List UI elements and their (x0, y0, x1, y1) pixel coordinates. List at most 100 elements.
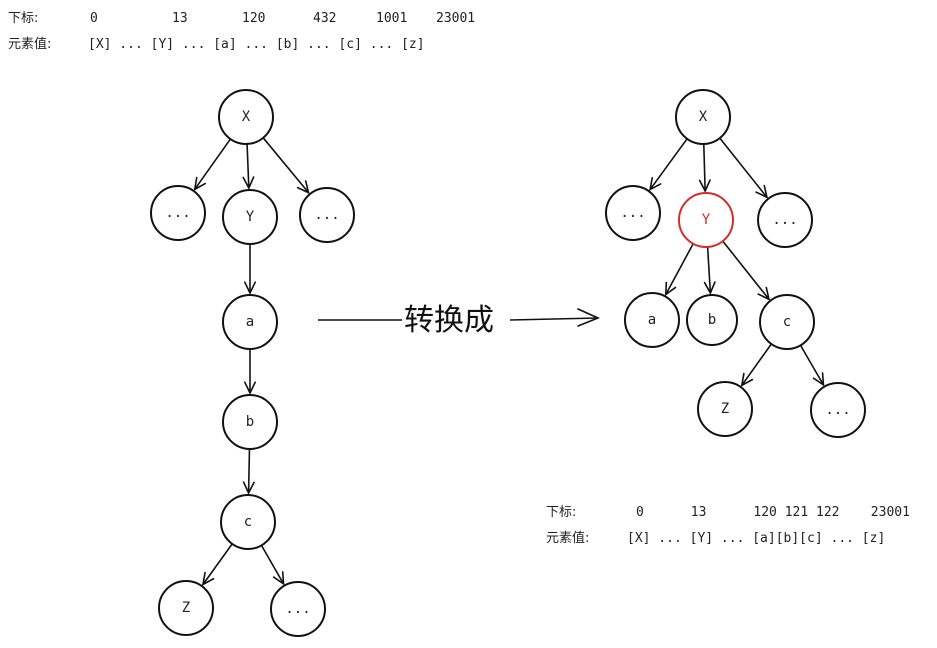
left-tree-node-L1: ... (150, 185, 206, 241)
left-tree-node-circle-Z (158, 580, 214, 636)
bottom-index-table: 下标: 0 13 120 121 122 23001 元素值: [X] ... … (546, 505, 910, 546)
left-tree-arrowhead-X-R1 (296, 180, 310, 195)
right-tree-node-b: b (686, 294, 738, 346)
left-tree-arrowhead-c-Z (201, 571, 215, 586)
bottom-values: [X] ... [Y] ... [a][b][c] ... [z] (627, 531, 885, 546)
right-tree-node-label-Y: Y (702, 212, 711, 228)
right-tree-arrowhead-X-L1 (649, 176, 662, 192)
top-index-0: 0 (90, 11, 98, 26)
left-tree-node-circle-L1 (150, 185, 206, 241)
left-tree-node-label-X: X (242, 109, 251, 125)
top-index-table: 下标: 0 13 120 432 1001 23001 元素值: [X] ...… (8, 11, 475, 52)
right-tree-edge-X-R1 (719, 137, 768, 198)
left-tree-node-Z: Z (158, 580, 214, 636)
left-tree-node-circle-R2 (270, 581, 326, 637)
left-tree-node-label-Y: Y (246, 209, 255, 225)
right-tree-node-circle-a (624, 292, 680, 348)
right-tree-node-label-L1: ... (620, 205, 645, 221)
left-tree-node-c: c (220, 494, 276, 550)
right-tree-node-label-Z: Z (721, 401, 729, 417)
left-tree-node-label-a: a (246, 314, 254, 330)
right-tree-node-circle-R1 (757, 192, 813, 248)
top-index-5: 23001 (436, 11, 475, 26)
left-tree-node-circle-X (218, 89, 274, 145)
transform-arrow-line-right (509, 317, 599, 321)
left-tree-node-circle-a (222, 294, 278, 350)
top-value-label: 元素值: (8, 36, 51, 52)
right-tree-node-label-a: a (648, 312, 656, 328)
right-tree-edge-Y-a (665, 243, 694, 295)
right-tree-node-X: X (675, 89, 731, 145)
left-tree-node-label-L1: ... (165, 205, 190, 221)
right-tree-node-circle-R2 (810, 382, 866, 438)
right-tree-edge-Y-c (722, 240, 770, 300)
right-tree-node-circle-Y (678, 192, 734, 248)
right-tree: X... Y... a b cZ... (605, 89, 866, 438)
right-tree-arrowhead-Y-a (664, 281, 677, 297)
left-tree-node-Y: Y (222, 189, 278, 245)
left-tree-node-label-b: b (246, 414, 254, 430)
top-index-1: 13 (172, 11, 188, 26)
right-tree-node-circle-c (759, 294, 815, 350)
right-tree-node-Z: Z (697, 381, 753, 437)
bottom-indices: 0 13 120 121 122 23001 (636, 505, 910, 520)
left-tree-edge-c-R2 (260, 545, 285, 585)
left-tree-arrowhead-a-b (243, 381, 257, 395)
left-tree-edge-c-Z (202, 543, 233, 585)
left-tree-node-circle-c (220, 494, 276, 550)
left-tree-node-a: a (222, 294, 278, 350)
right-tree-edge-c-Z (741, 343, 772, 386)
left-tree-node-X: X (218, 89, 274, 145)
right-tree-node-c: c (759, 294, 815, 350)
right-tree-node-a: a (624, 292, 680, 348)
right-tree-node-label-R2: ... (825, 402, 850, 418)
right-tree-node-label-X: X (699, 109, 708, 125)
bottom-index-label: 下标: (546, 505, 576, 520)
left-tree-edge-X-Y (246, 143, 250, 189)
right-tree-node-circle-Z (697, 381, 753, 437)
left-tree: X... Y... a b cZ... (150, 89, 355, 637)
right-tree-edge-X-Y (702, 143, 706, 192)
transform-arrow: 转换成 (318, 303, 601, 338)
top-values: [X] ... [Y] ... [a] ... [b] ... [c] ... … (88, 37, 425, 52)
left-tree-node-R2: ... (270, 581, 326, 637)
right-tree-arrowhead-Y-c (757, 286, 771, 301)
right-tree-arrowhead-X-R1 (755, 184, 769, 199)
right-tree-node-R2: ... (810, 382, 866, 438)
left-tree-arrowhead-b-c (242, 481, 255, 495)
top-index-label: 下标: (8, 11, 38, 26)
right-tree-node-label-c: c (783, 314, 791, 330)
left-tree-arrowhead-Y-a (243, 281, 257, 295)
transform-label: 转换成 (404, 303, 494, 338)
right-tree-arrowhead-Y-b (703, 281, 716, 295)
left-tree-arrowhead-c-R2 (272, 571, 285, 586)
left-tree-node-circle-R1 (299, 187, 355, 243)
right-tree-node-label-R1: ... (772, 212, 797, 228)
left-tree-arrowhead-X-Y (242, 176, 255, 190)
top-index-4: 1001 (376, 11, 407, 26)
right-tree-arrowhead-c-R2 (812, 372, 825, 387)
left-tree-node-circle-b (222, 394, 278, 450)
left-tree-edge-X-R1 (262, 137, 310, 194)
left-tree-arrowhead-X-L1 (193, 176, 207, 191)
left-tree-node-R1: ... (299, 187, 355, 243)
transform-arrow-head (577, 308, 601, 327)
left-tree-node-label-c: c (244, 514, 252, 530)
right-tree-node-L1: ... (605, 185, 661, 241)
right-tree-node-R1: ... (757, 192, 813, 248)
left-tree-node-label-R2: ... (285, 601, 310, 617)
right-tree-arrowhead-c-Z (740, 372, 754, 387)
left-tree-node-label-R1: ... (314, 207, 339, 223)
right-tree-node-label-b: b (708, 312, 716, 328)
right-tree-node-Y: Y (678, 192, 734, 248)
left-tree-edge-X-L1 (194, 138, 232, 190)
left-tree-node-label-Z: Z (182, 600, 190, 616)
top-index-2: 120 (242, 11, 265, 26)
left-tree-node-b: b (222, 394, 278, 450)
right-tree-edge-Y-b (706, 246, 712, 294)
right-tree-node-circle-b (686, 294, 738, 346)
right-tree-node-circle-X (675, 89, 731, 145)
right-tree-edge-c-R2 (799, 344, 825, 386)
left-tree-edge-b-c (247, 448, 251, 494)
